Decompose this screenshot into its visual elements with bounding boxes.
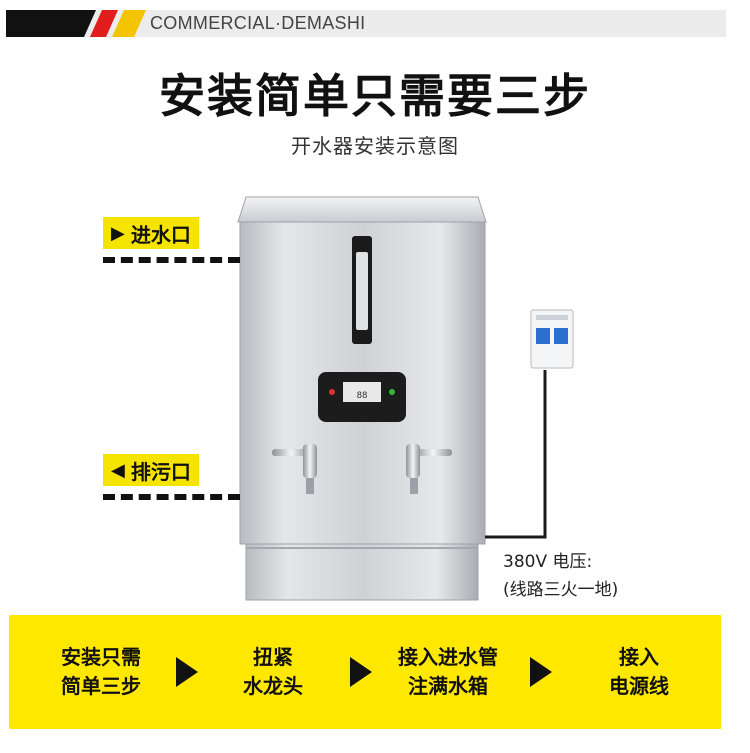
arrow-right-icon [350, 657, 372, 687]
water-inlet-pipe [103, 257, 240, 263]
header-stripes [6, 10, 146, 37]
drain-outlet-label: ◀ 排污口 [103, 454, 199, 486]
step-4: 接入 电源线 [574, 643, 704, 701]
water-inlet-text: 进水口 [130, 222, 191, 247]
voltage-line-1: 380V 电压: [503, 552, 593, 572]
voltage-info: 380V 电压: (线路三火一地) [503, 548, 618, 604]
step-4-line-1: 接入 [619, 645, 659, 669]
voltage-line-2: (线路三火一地) [503, 580, 619, 600]
step-1: 安装只需 简单三步 [36, 643, 166, 701]
play-right-icon: ▶ [111, 222, 125, 244]
step-3-line-2: 注满水箱 [408, 674, 488, 698]
water-boiler-illustration: 88 [237, 196, 574, 601]
brand-name: COMMERCIAL·DEMASHI [150, 13, 366, 33]
play-left-icon: ◀ [111, 459, 125, 481]
arrow-right-icon [530, 657, 552, 687]
step-3: 接入进水管 注满水箱 [383, 643, 513, 701]
step-4-line-2: 电源线 [609, 674, 669, 698]
step-2-line-1: 扭紧 [253, 645, 293, 669]
arrow-right-icon [176, 657, 198, 687]
step-2-line-2: 水龙头 [243, 674, 303, 698]
step-1-line-2: 简单三步 [61, 674, 141, 698]
svg-text:88: 88 [357, 391, 368, 401]
page-subtitle: 开水器安装示意图 [291, 134, 459, 158]
page-title: 安装简单只需要三步 [159, 69, 591, 123]
step-3-line-1: 接入进水管 [398, 645, 498, 669]
step-1-line-1: 安装只需 [61, 645, 141, 669]
step-2: 扭紧 水龙头 [208, 643, 338, 701]
drain-outlet-pipe [103, 494, 240, 500]
drain-outlet-text: 排污口 [130, 459, 191, 484]
water-inlet-label: ▶ 进水口 [103, 217, 199, 249]
